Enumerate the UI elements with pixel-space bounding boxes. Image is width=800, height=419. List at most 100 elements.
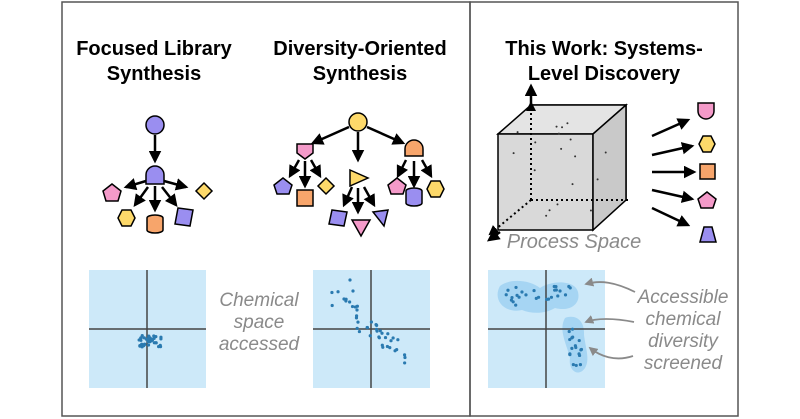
dot [557, 132, 560, 135]
orange-half-circle [404, 139, 424, 157]
dot [571, 362, 575, 367]
dot [514, 285, 518, 290]
dot [375, 323, 379, 328]
dot [158, 343, 162, 347]
yellow-hexagon [117, 209, 136, 227]
dot [139, 336, 143, 340]
dot [504, 293, 508, 297]
pink-pentagon [102, 183, 122, 202]
note-line-screened: screened [643, 353, 723, 374]
yellow-triangle [349, 168, 370, 188]
dot [512, 152, 515, 155]
central-node [145, 165, 165, 185]
pink-triangle [350, 219, 372, 238]
dot [396, 338, 400, 342]
dot [146, 343, 151, 347]
dot [561, 126, 564, 129]
dot [511, 300, 515, 304]
purple-parallelogram [328, 209, 348, 227]
pink-drop [697, 102, 715, 120]
dot [355, 308, 359, 312]
focused-title-line2: Synthesis [106, 63, 202, 85]
chemical-space-note: Chemical space accessed [209, 290, 309, 356]
dot [395, 347, 399, 352]
dot [556, 294, 560, 298]
dot [388, 346, 392, 350]
dot [568, 352, 572, 356]
pink-pentagon [697, 191, 717, 209]
focused-library-tree [102, 115, 214, 234]
focused-title-line1: Focused Library [76, 38, 232, 60]
dot [330, 303, 334, 308]
dot [556, 203, 559, 206]
dot [368, 334, 372, 338]
dot [517, 295, 521, 299]
dot [374, 327, 379, 331]
right-panel-frame [469, 1, 739, 417]
purple-pentagon [273, 177, 293, 195]
dot [548, 209, 551, 212]
dot [604, 151, 607, 154]
process-space-label: Process Space [506, 231, 642, 253]
dot [578, 363, 583, 367]
note-line-accessible: Accessible [637, 287, 729, 308]
dot [142, 336, 146, 340]
dot [549, 295, 554, 299]
purple-cylinder [405, 187, 423, 207]
focused-scatter-plot [89, 270, 206, 388]
note-line-space: space [233, 312, 285, 333]
dot [377, 336, 381, 340]
yellow-diamond [194, 181, 214, 201]
dot [567, 329, 571, 334]
systems-title-line1: This Work: Systems- [505, 38, 703, 60]
dot [342, 297, 346, 301]
dot [355, 326, 359, 330]
dot [546, 297, 551, 301]
purple-trapezoid [699, 226, 717, 243]
dot [154, 334, 158, 339]
diversity-scatter-plot [313, 270, 430, 388]
diversity-title-line1: Diversity-Oriented [273, 38, 447, 60]
dot [558, 289, 562, 293]
dot [563, 293, 568, 297]
dot [570, 346, 574, 350]
dot [378, 329, 382, 333]
dot [579, 347, 584, 352]
output-arrows [651, 118, 697, 227]
dot [571, 335, 575, 339]
dot [506, 288, 510, 292]
dot [574, 363, 578, 368]
dot [348, 278, 352, 282]
dot [389, 339, 393, 343]
dot [524, 293, 528, 297]
dot [545, 214, 548, 217]
dot [344, 299, 348, 303]
dot [566, 122, 569, 125]
note-line-chemical: Chemical [219, 290, 299, 311]
yellow-hexagon [426, 180, 445, 198]
diversity-oriented-tree [273, 112, 445, 238]
dot [555, 125, 558, 128]
dot [574, 155, 577, 158]
pink-pentagon [387, 177, 407, 195]
dot [533, 169, 536, 172]
dot [560, 147, 563, 150]
dot [330, 290, 334, 295]
systems-title-line2: Level Discovery [527, 63, 681, 85]
dot [147, 338, 151, 342]
dot [137, 338, 141, 342]
dot [570, 327, 575, 331]
dot [577, 338, 581, 343]
dot [516, 131, 519, 134]
focused-library-title: Focused Library Synthesis [62, 37, 246, 87]
start-node [145, 115, 165, 135]
accessible-diversity-note: Accessible chemical diversity screened [630, 287, 736, 375]
orange-square [699, 163, 716, 180]
diversity-title-line2: Synthesis [312, 63, 408, 85]
yellow-diamond [316, 176, 336, 196]
dot [532, 288, 536, 293]
diversity-oriented-title: Diversity-Oriented Synthesis [256, 37, 464, 87]
start-node [348, 112, 368, 132]
dot [577, 353, 582, 358]
dot [369, 320, 374, 324]
